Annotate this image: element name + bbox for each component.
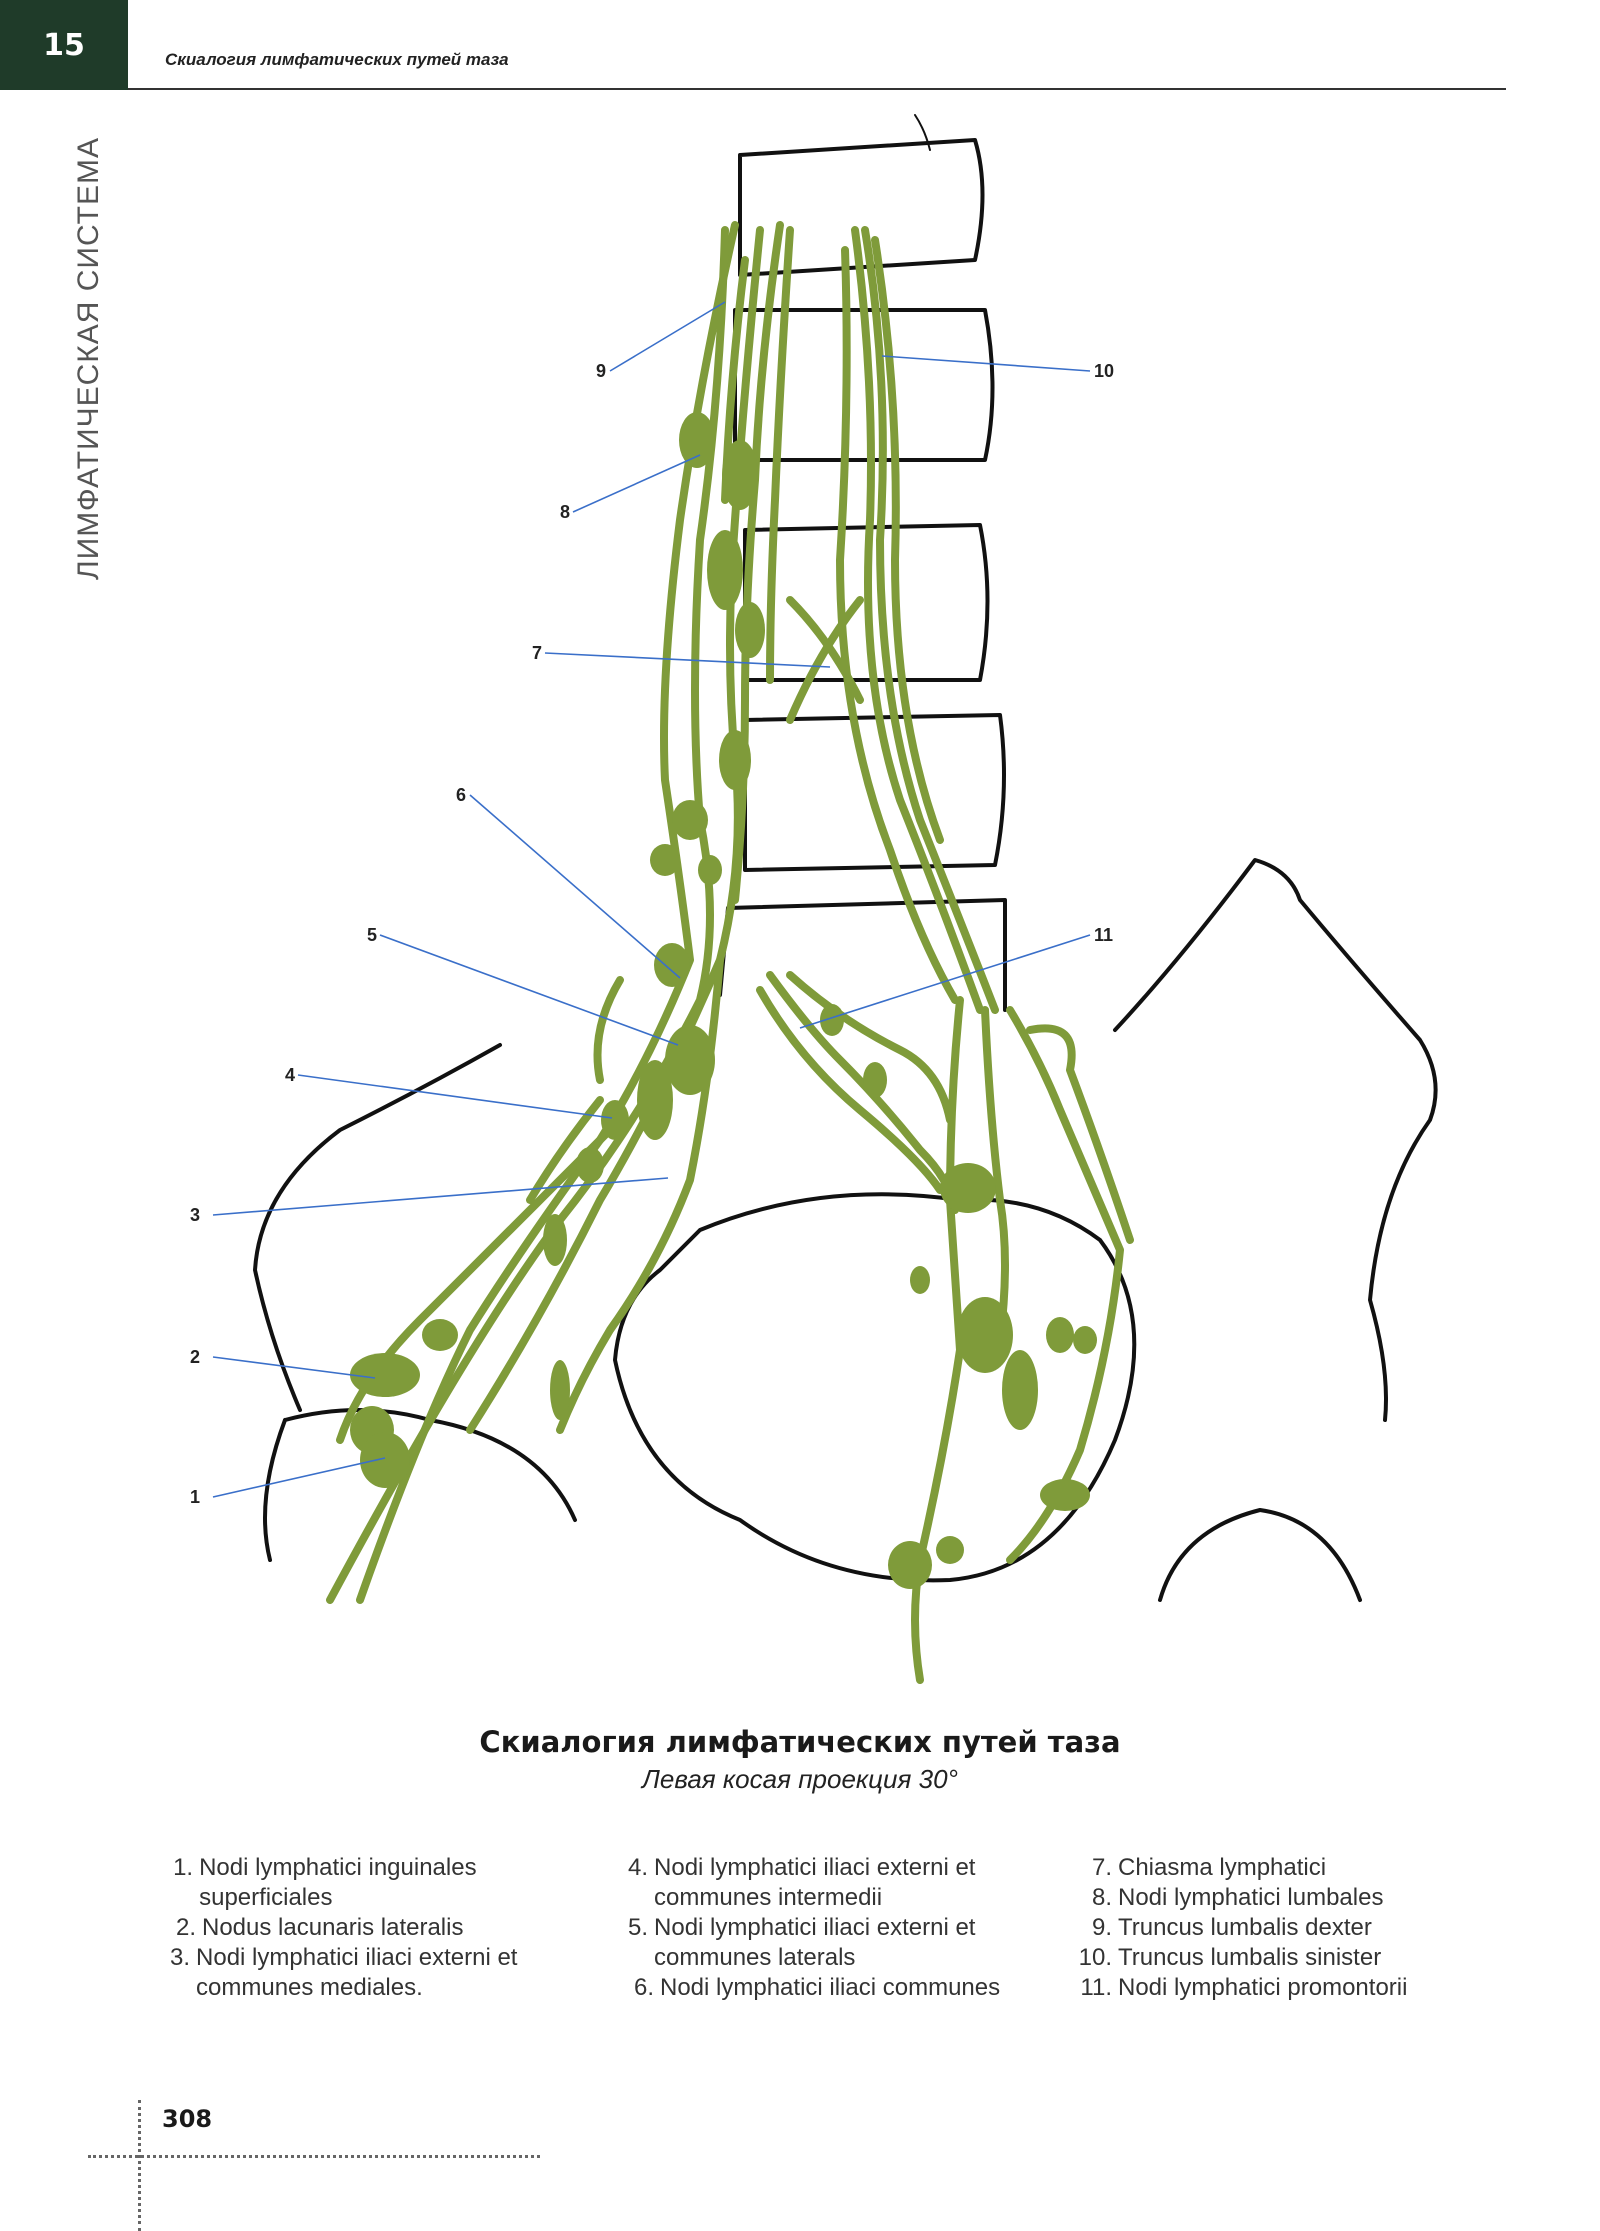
legend-number: 7. (1091, 1854, 1112, 1881)
legend-text: Nodi lymphatici iliaci communes (660, 1974, 1001, 2001)
vertebra-l5 (743, 713, 1006, 872)
vertebra-l3 (733, 308, 995, 462)
legend-item: 11.Nodi lymphatici promontorii (1070, 1973, 1510, 2003)
legend-text: Nodi lymphatici lumbales (1118, 1884, 1384, 1911)
legend-text: Chiasma lymphatici (1118, 1854, 1327, 1881)
legend-column-2: 4.Nodi lymphatici iliaci externi et comm… (628, 1853, 1048, 2003)
footer-dotted-rule (88, 2155, 540, 2158)
legend-item: 10.Truncus lumbalis sinister (1070, 1943, 1510, 1973)
legend-number: 2. (175, 1914, 196, 1941)
footer-dotted-vertical (138, 2100, 141, 2231)
lymph-nodes (350, 412, 1097, 1589)
callout-labels: 1 2 3 4 5 6 7 8 9 10 11 (190, 361, 1114, 1507)
running-title: Скиалогия лимфатических путей таза (165, 50, 509, 69)
legend-number: 6. (633, 1974, 654, 2001)
callout-2: 2 (190, 1347, 200, 1367)
legend-text: Nodus lacunaris lateralis (202, 1914, 464, 1941)
legend-column-3: 7.Chiasma lymphatici 8.Nodi lymphatici l… (1070, 1853, 1510, 2003)
legend-item: 2.Nodus lacunaris lateralis (170, 1913, 570, 1943)
legend-item: 9.Truncus lumbalis dexter (1070, 1913, 1510, 1943)
callout-9: 9 (596, 361, 606, 381)
callout-11: 11 (1094, 925, 1113, 945)
legend-number: 11. (1080, 1974, 1112, 2001)
left-iliac-wing (1113, 858, 1438, 1422)
legend-number: 9. (1091, 1914, 1112, 1941)
legend-text: Nodi lymphatici iliaci externi et commun… (654, 1914, 976, 1971)
legend-number: 4. (628, 1854, 649, 1881)
header-divider (128, 88, 1506, 90)
lymphatic-vessels (326, 221, 1134, 1684)
legend-item: 7.Chiasma lymphatici (1070, 1853, 1510, 1883)
legend-number: 8. (1091, 1884, 1112, 1911)
callout-7: 7 (532, 643, 542, 663)
legend-text: Nodi lymphatici iliaci externi et commun… (196, 1944, 518, 2001)
chapter-number: 15 (43, 27, 85, 63)
legend-text: Nodi lymphatici inguinales superficiales (199, 1854, 477, 1911)
callout-5: 5 (367, 925, 377, 945)
legend-item: 3.Nodi lymphatici iliaci externi et comm… (170, 1943, 570, 2003)
legend-text: Nodi lymphatici iliaci externi et commun… (654, 1854, 976, 1911)
legend-text: Nodi lymphatici promontorii (1118, 1974, 1408, 2001)
right-iliac-wing (253, 1043, 502, 1412)
legend-text: Truncus lumbalis dexter (1118, 1914, 1372, 1941)
callout-3: 3 (190, 1205, 200, 1225)
left-ischium (1158, 1508, 1362, 1602)
legend-number: 1. (173, 1854, 194, 1881)
legend-number: 5. (628, 1914, 649, 1941)
legend-item: 1.Nodi lymphatici inguinales superficial… (170, 1853, 570, 1913)
legend-number: 10. (1078, 1944, 1112, 1971)
chapter-number-box: 15 (0, 0, 128, 90)
lymphatic-diagram: 1 2 3 4 5 6 7 8 9 10 11 (190, 114, 1438, 1684)
legend-text: Truncus lumbalis sinister (1118, 1944, 1382, 1971)
legend-item: 6.Nodi lymphatici iliaci communes (628, 1973, 1048, 2003)
callout-6: 6 (456, 785, 466, 805)
pelvic-inlet (613, 1192, 1137, 1583)
callout-8: 8 (560, 502, 570, 522)
legend-item: 4.Nodi lymphatici iliaci externi et comm… (628, 1853, 1048, 1913)
legend-number: 3. (170, 1944, 191, 1971)
figure-caption-title: Скиалогия лимфатических путей таза (479, 1725, 1121, 1759)
legend-item: 5.Nodi lymphatici iliaci externi et comm… (628, 1913, 1048, 1973)
legend-column-1: 1.Nodi lymphatici inguinales superficial… (170, 1853, 570, 2003)
vertebra-l2 (738, 138, 985, 277)
figure-caption-subtitle: Левая косая проекция 30° (642, 1764, 958, 1794)
callout-10: 10 (1094, 361, 1114, 381)
legend-item: 8.Nodi lymphatici lumbales (1070, 1883, 1510, 1913)
callout-4: 4 (285, 1065, 295, 1085)
vertebra-l4 (743, 523, 990, 682)
page-number: 308 (162, 2105, 213, 2133)
callout-lines (212, 301, 1091, 1498)
callout-1: 1 (190, 1487, 200, 1507)
